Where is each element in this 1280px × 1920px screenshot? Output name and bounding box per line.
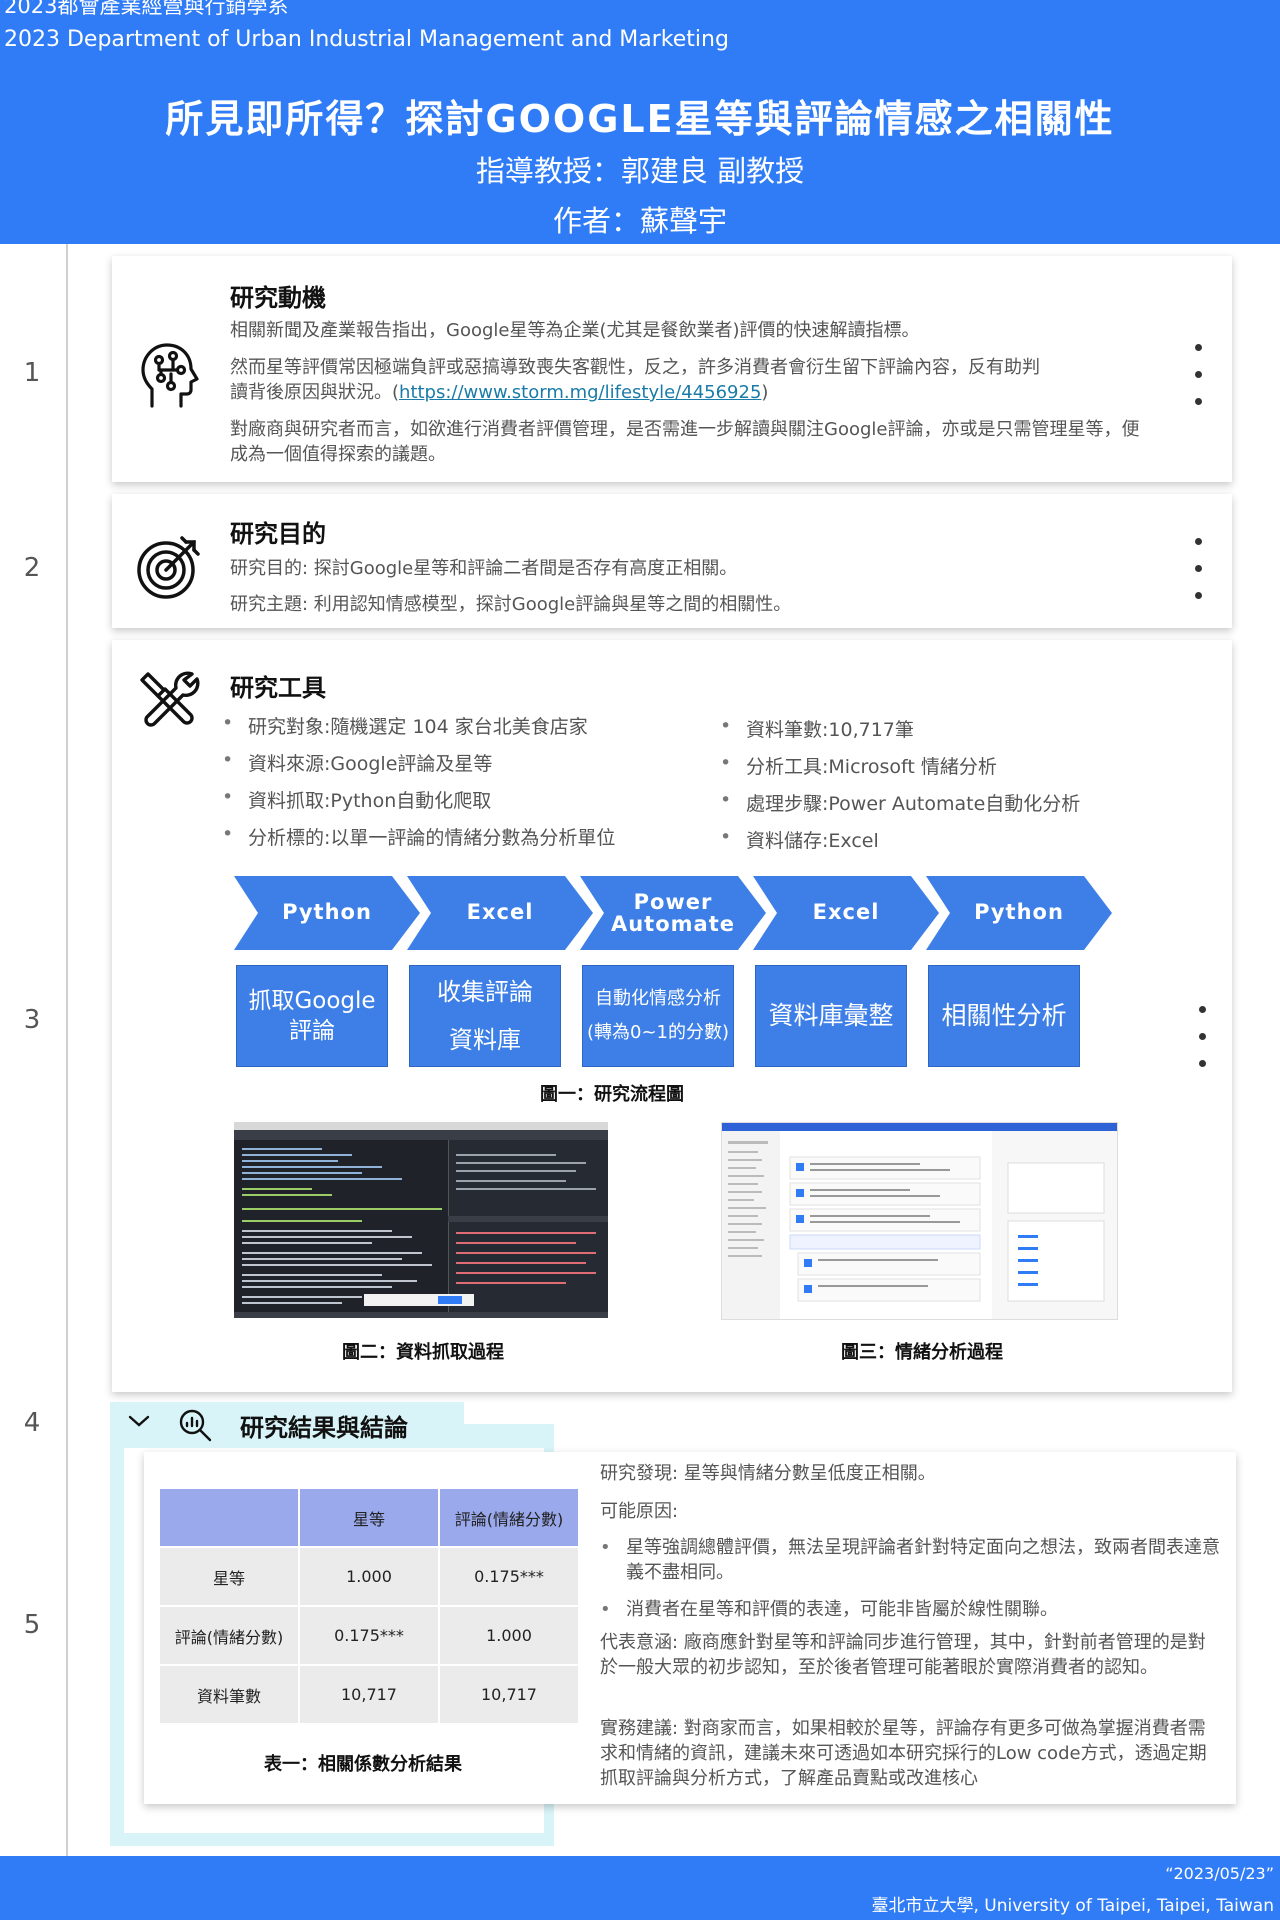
- flow-step-box: 資料庫彙整: [755, 965, 907, 1067]
- power-automate-screenshot: [721, 1122, 1118, 1320]
- table-cell: 星等: [158, 1546, 300, 1607]
- flow-step-label: Python: [974, 900, 1064, 924]
- purpose-paragraph-1: 研究目的: 探討Google星等和評論二者間是否存有高度正相關。: [230, 558, 738, 579]
- tools-list-right: 資料筆數:10,717筆 分析工具:Microsoft 情緒分析 處理步驟:Po…: [720, 715, 1080, 863]
- table-row: 評論(情緒分數) 0.175*** 1.000: [158, 1605, 580, 1666]
- figure-2-caption: 圖二：資料抓取過程: [342, 1342, 504, 1363]
- table-1-caption: 表一：相關係數分析結果: [264, 1754, 462, 1775]
- table-header-row: 星等 評論(情緒分數): [158, 1487, 580, 1548]
- list-item: 星等強調總體評價，無法呈現評論者針對特定面向之想法，致兩者間表達意義不盡相同。: [600, 1535, 1220, 1585]
- list-item: 分析標的:以單一評論的情緒分數為分析單位: [222, 823, 615, 860]
- timeline-rail: [66, 244, 68, 1856]
- list-item: 資料筆數:10,717筆: [720, 715, 1080, 752]
- results-title: 研究結果與結論: [240, 1414, 408, 1442]
- head-circuit-icon: [137, 342, 201, 414]
- purpose-title: 研究目的: [230, 520, 326, 548]
- table-cell: 0.175***: [298, 1605, 440, 1666]
- flow-chevron-3: [580, 876, 766, 950]
- presentation-date: “2023/05/23”: [1165, 1864, 1274, 1883]
- search-chart-icon: [178, 1408, 214, 1446]
- department-name-en: 2023 Department of Urban Industrial Mana…: [4, 27, 729, 52]
- list-item: 分析工具:Microsoft 情緒分析: [720, 752, 1080, 789]
- poster-footer: “2023/05/23” 臺北市立大學, University of Taipe…: [0, 1856, 1280, 1920]
- tools-card: 研究工具 研究對象:隨機選定 104 家台北美食店家 資料來源:Google評論…: [112, 640, 1232, 1392]
- advice-text: 實務建議: 對商家而言，如果相較於星等，評論存有更多可做為掌握消費者需求和情緒的…: [600, 1718, 1207, 1789]
- section-number-2: 2: [23, 553, 41, 583]
- correlation-table: 星等 評論(情緒分數) 星等 1.000 0.175*** 評論(情緒分數) 0…: [158, 1487, 580, 1725]
- finding-text: 研究發現: 星等與情緒分數呈低度正相關。: [600, 1463, 936, 1484]
- section-number-4: 4: [23, 1408, 41, 1438]
- reasons-title: 可能原因:: [600, 1501, 679, 1522]
- figure-1-caption: 圖一：研究流程圖: [540, 1084, 684, 1105]
- list-item: 資料抓取:Python自動化爬取: [222, 786, 615, 823]
- purpose-paragraph-2: 研究主題: 利用認知情感模型，探討Google評論與星等之間的相關性。: [230, 594, 792, 615]
- tools-list-left: 研究對象:隨機選定 104 家台北美食店家 資料來源:Google評論及星等 資…: [222, 712, 615, 860]
- target-icon: [136, 534, 202, 604]
- table-header-cell: [158, 1487, 300, 1548]
- motivation-title: 研究動機: [230, 284, 326, 312]
- motivation-paragraph-3: 對廠商與研究者而言，如欲進行消費者評價管理，是否需進一步解讀與關注Google評…: [230, 419, 1140, 465]
- section-number-3: 3: [23, 1005, 41, 1035]
- python-scraper-screenshot: [234, 1122, 608, 1318]
- department-name-zh: 2023都會產業經營與行銷學系: [4, 0, 289, 18]
- flow-step-box: 相關性分析: [928, 965, 1080, 1067]
- table-header-cell: 評論(情緒分數): [438, 1487, 580, 1548]
- table-cell: 1.000: [438, 1605, 580, 1666]
- table-header-cell: 星等: [298, 1487, 440, 1548]
- flow-step-label: Python: [282, 900, 372, 924]
- list-item: 消費者在星等和評價的表達，可能非皆屬於線性關聯。: [600, 1597, 1220, 1622]
- motivation-paragraph-2-suffix: ): [761, 382, 769, 403]
- motivation-card: 研究動機 相關新聞及產業報告指出，Google星等為企業(尤其是餐飲業者)評價的…: [112, 256, 1232, 482]
- advisor-line: 指導教授：郭建良 副教授: [475, 154, 805, 188]
- motivation-paragraph-2-prefix: 讀背後原因與狀況。(: [230, 382, 400, 403]
- flow-chevron-2: [407, 876, 593, 950]
- table-cell: 資料筆數: [158, 1664, 300, 1725]
- table-row: 資料筆數 10,717 10,717: [158, 1664, 580, 1725]
- flow-chevron-1: [234, 876, 420, 950]
- chevron-down-icon[interactable]: [126, 1408, 152, 1438]
- table-cell: 10,717: [298, 1664, 440, 1725]
- section-number-5: 5: [23, 1610, 41, 1640]
- purpose-card: 研究目的 研究目的: 探討Google星等和評論二者間是否存有高度正相關。 研究…: [112, 494, 1232, 628]
- table-cell: 10,717: [438, 1664, 580, 1725]
- author-line: 作者：蘇聲宇: [552, 204, 727, 238]
- flow-step-box: 收集評論資料庫: [409, 965, 561, 1067]
- meaning-text: 代表意涵: 廠商應針對星等和評論同步進行管理，其中，針對前者管理的是對於一般大眾…: [600, 1632, 1206, 1678]
- university-name: 臺北市立大學, University of Taipei, Taipei, Ta…: [871, 1896, 1274, 1916]
- flow-step-box: 自動化情感分析(轉為0~1的分數): [582, 965, 734, 1067]
- flow-step-label: Excel: [812, 900, 880, 924]
- list-item: 資料儲存:Excel: [720, 826, 1080, 863]
- storm-article-link[interactable]: https://www.storm.mg/lifestyle/4456925: [399, 382, 762, 403]
- reasons-list: 星等強調總體評價，無法呈現評論者針對特定面向之想法，致兩者間表達意義不盡相同。 …: [600, 1535, 1220, 1622]
- table-cell: 0.175***: [438, 1546, 580, 1607]
- more-options-icon[interactable]: [1195, 344, 1203, 425]
- results-section-header[interactable]: 研究結果與結論: [110, 1402, 464, 1446]
- section-number-1: 1: [23, 358, 41, 388]
- motivation-paragraph-2: 然而星等評價常因極端負評或惡搞導致喪失客觀性，反之，許多消費者會衍生留下評論內容…: [230, 355, 1150, 405]
- table-cell: 1.000: [298, 1546, 440, 1607]
- table-cell: 評論(情緒分數): [158, 1605, 300, 1666]
- tools-title: 研究工具: [230, 674, 326, 702]
- motivation-paragraph-1: 相關新聞及產業報告指出，Google星等為企業(尤其是餐飲業者)評價的快速解讀指…: [230, 320, 920, 341]
- motivation-paragraph-2-line1: 然而星等評價常因極端負評或惡搞導致喪失客觀性，反之，許多消費者會衍生留下評論內容…: [230, 357, 1040, 378]
- flow-chevron-4: [753, 876, 939, 950]
- list-item: 資料來源:Google評論及星等: [222, 749, 615, 786]
- flow-chevron-5: [926, 876, 1112, 950]
- list-item: 處理步驟:Power Automate自動化分析: [720, 789, 1080, 826]
- table-row: 星等 1.000 0.175***: [158, 1546, 580, 1607]
- poster-title: 所見即所得？探討GOOGLE星等與評論情感之相關性: [165, 97, 1115, 141]
- list-item: 研究對象:隨機選定 104 家台北美食店家: [222, 712, 615, 749]
- figure-3-caption: 圖三：情緒分析過程: [841, 1342, 1003, 1363]
- poster-header: 2023都會產業經營與行銷學系 2023 Department of Urban…: [0, 0, 1280, 244]
- tools-icon: [134, 666, 200, 736]
- more-options-icon[interactable]: [1199, 1006, 1207, 1087]
- more-options-icon[interactable]: [1195, 538, 1203, 619]
- flow-step-label: Excel: [466, 900, 534, 924]
